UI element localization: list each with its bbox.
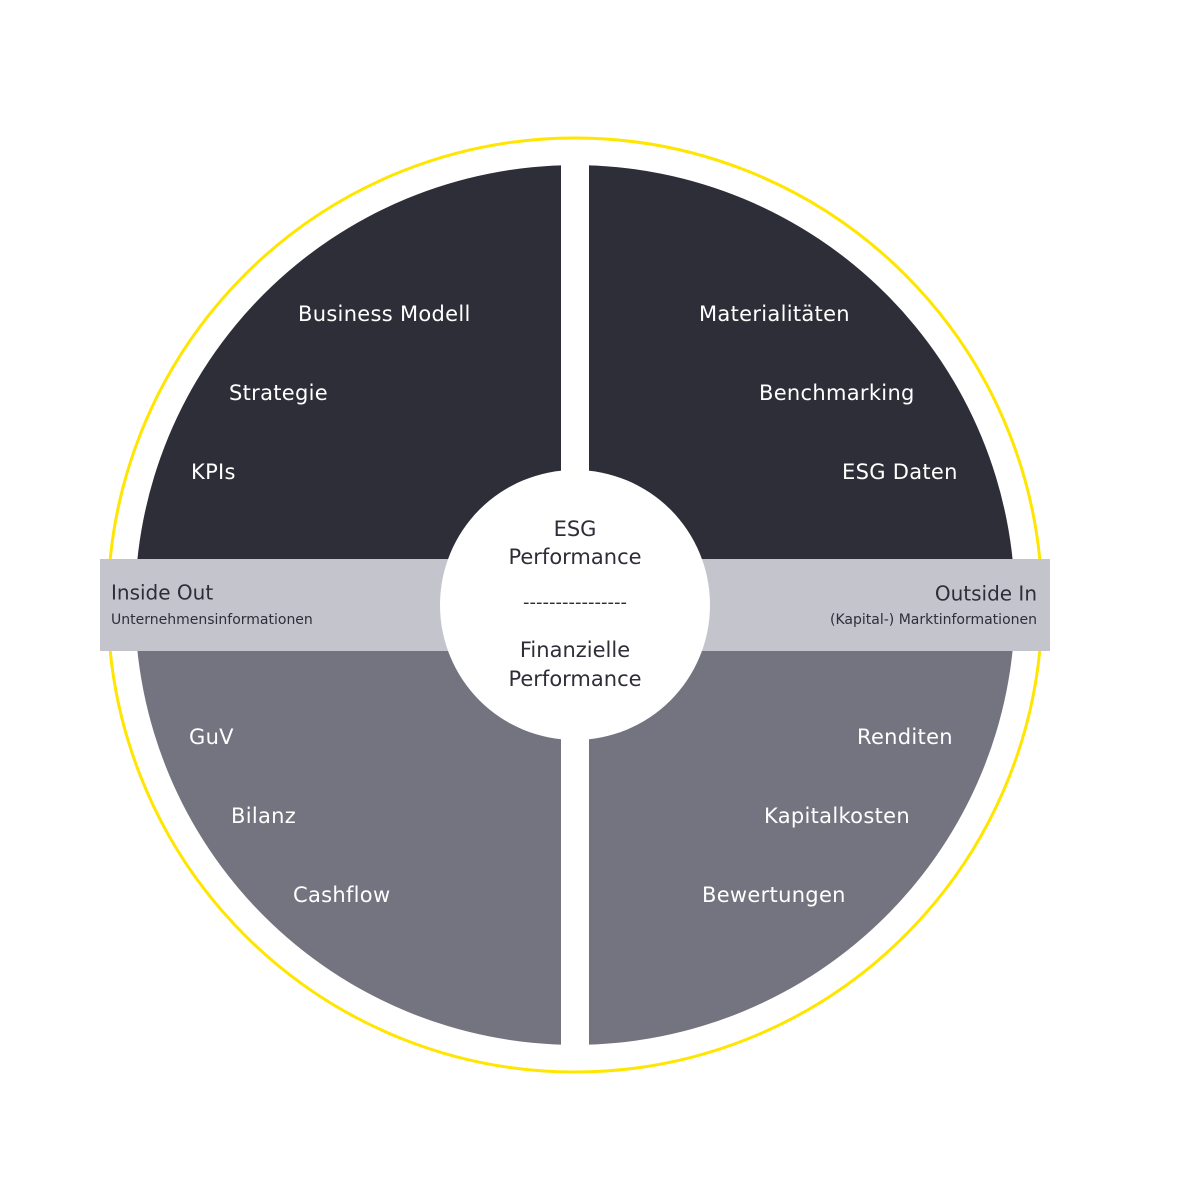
center-esg-label: ESG: [554, 517, 597, 541]
quadrant-item: Renditen: [857, 725, 953, 749]
quadrant-item: Strategie: [229, 381, 328, 405]
quadrant-item: ESG Daten: [842, 460, 958, 484]
outside-in-subtitle: (Kapital-) Marktinformationen: [830, 612, 1037, 628]
center-circle: [440, 470, 710, 740]
center-financial-performance-label: Performance: [508, 667, 641, 691]
quadrant-item: Benchmarking: [759, 381, 915, 405]
quadrant-item: Kapitalkosten: [764, 804, 910, 828]
center-finanzielle-label: Finanzielle: [520, 638, 630, 662]
quadrant-item: KPIs: [191, 460, 236, 484]
quadrant-item: Bewertungen: [702, 883, 846, 907]
inside-out-title: Inside Out: [111, 581, 213, 605]
outside-in-title: Outside In: [935, 582, 1037, 606]
quadrant-item: Business Modell: [298, 302, 471, 326]
quadrant-item: Bilanz: [231, 804, 296, 828]
quadrant-item: Cashflow: [293, 883, 390, 907]
quadrant-item: GuV: [189, 725, 234, 749]
center-esg-performance-label: Performance: [508, 545, 641, 569]
inside-out-subtitle: Unternehmensinformationen: [111, 612, 313, 628]
center-dashed-divider: ----------------: [523, 592, 627, 613]
quadrant-item: Materialitäten: [699, 302, 850, 326]
